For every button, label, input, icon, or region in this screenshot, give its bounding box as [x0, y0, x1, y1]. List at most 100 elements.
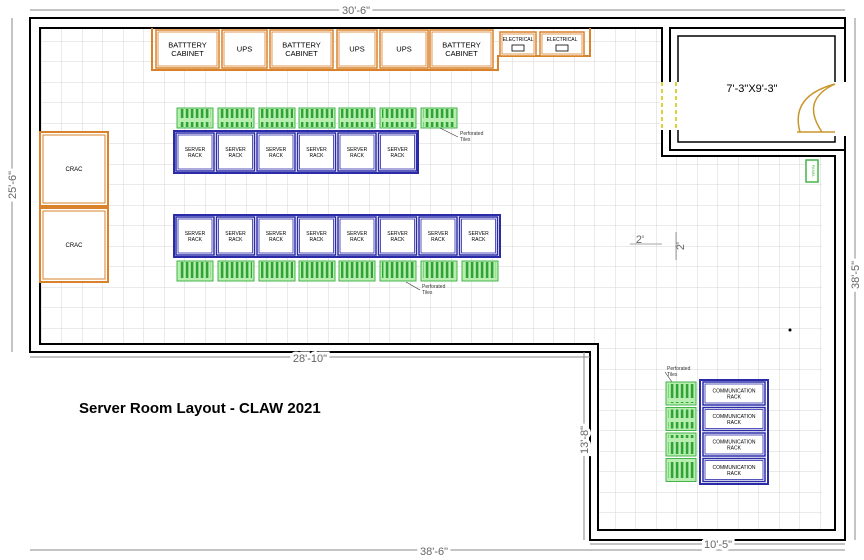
perforated-tile — [379, 260, 417, 282]
perforated-tile — [461, 260, 499, 282]
svg-text:RACK: RACK — [229, 237, 244, 243]
svg-text:CABINET: CABINET — [171, 49, 204, 58]
svg-text:SERVER: SERVER — [387, 147, 408, 153]
dim-lower-right: 10'-5" — [704, 539, 732, 551]
perforated-tile — [420, 260, 458, 282]
svg-text:PANEL: PANEL — [811, 165, 816, 179]
perforated-tile — [665, 407, 697, 431]
svg-text:SERVER: SERVER — [185, 147, 206, 153]
perforated-tile — [176, 260, 214, 282]
svg-text:RACK: RACK — [431, 237, 446, 243]
perforated-tile — [258, 107, 296, 129]
power-unit: ELECTRICAL — [499, 31, 537, 57]
svg-text:RACK: RACK — [310, 237, 325, 243]
svg-text:RACK: RACK — [727, 420, 742, 426]
svg-text:Tiles: Tiles — [422, 290, 433, 296]
svg-text:SERVER: SERVER — [225, 231, 246, 237]
door-swing-icon — [797, 83, 836, 133]
dim-bottom: 38'-6" — [420, 546, 448, 558]
svg-text:COMMUNICATION: COMMUNICATION — [713, 439, 756, 445]
svg-text:RACK: RACK — [310, 153, 325, 159]
dim-step: 13'-8" — [579, 426, 591, 454]
svg-text:RACK: RACK — [727, 394, 742, 400]
power-unit: UPS — [221, 29, 268, 69]
inner-wall — [39, 27, 836, 531]
svg-text:RACK: RACK — [269, 153, 284, 159]
dimension-lines — [11, 9, 856, 551]
svg-text:SERVER: SERVER — [306, 231, 327, 237]
perforated-tile — [379, 107, 417, 129]
svg-text:BATTTERY: BATTTERY — [282, 40, 320, 49]
perforated-tile — [176, 107, 214, 129]
svg-text:SERVER: SERVER — [266, 231, 287, 237]
svg-text:SERVER: SERVER — [468, 231, 489, 237]
perforated-tile — [665, 432, 697, 457]
perforated-tile — [217, 107, 255, 129]
svg-text:RACK: RACK — [188, 237, 203, 243]
svg-text:UPS: UPS — [396, 45, 411, 54]
dim-left: 25'-6" — [7, 171, 19, 199]
perforated-tile — [298, 260, 336, 282]
wall-panel: PANEL — [805, 159, 819, 183]
svg-text:RACK: RACK — [472, 237, 487, 243]
svg-text:RACK: RACK — [350, 153, 365, 159]
svg-text:ELECTRICAL: ELECTRICAL — [503, 37, 534, 43]
crac-unit: CRAC — [39, 207, 109, 283]
svg-text:BATTTERY: BATTTERY — [442, 40, 480, 49]
svg-text:UPS: UPS — [349, 45, 364, 54]
svg-text:SERVER: SERVER — [306, 147, 327, 153]
svg-text:Tiles: Tiles — [460, 137, 471, 143]
svg-text:RACK: RACK — [269, 237, 284, 243]
perforated-tile — [665, 458, 697, 482]
perforated-tile — [217, 260, 255, 282]
svg-text:CABINET: CABINET — [285, 49, 318, 58]
perforated-tile — [298, 107, 336, 129]
diagram-caption: Server Room Layout - CLAW 2021 — [79, 400, 321, 417]
svg-text:COMMUNICATION: COMMUNICATION — [713, 388, 756, 394]
svg-text:SERVER: SERVER — [387, 231, 408, 237]
svg-text:SERVER: SERVER — [428, 231, 449, 237]
room-size-label: 7'-3"X9'-3" — [726, 83, 777, 95]
perforated-tile — [665, 381, 697, 406]
dim-tile-v: 2' — [675, 242, 687, 250]
svg-text:COMMUNICATION: COMMUNICATION — [713, 465, 756, 471]
dim-top: 30'-6" — [342, 5, 370, 17]
svg-text:SERVER: SERVER — [266, 147, 287, 153]
svg-text:CABINET: CABINET — [445, 49, 478, 58]
perforated-tile — [338, 260, 376, 282]
svg-text:SERVER: SERVER — [347, 147, 368, 153]
svg-text:Tiles: Tiles — [667, 372, 678, 378]
svg-text:Perforated: Perforated — [667, 366, 691, 372]
svg-text:Perforated: Perforated — [460, 131, 484, 137]
power-unit: UPS — [336, 29, 378, 69]
svg-text:CRAC: CRAC — [65, 243, 83, 249]
svg-text:SERVER: SERVER — [347, 231, 368, 237]
svg-text:CRAC: CRAC — [65, 167, 83, 173]
svg-text:COMMUNICATION: COMMUNICATION — [713, 414, 756, 420]
svg-text:ELECTRICAL: ELECTRICAL — [547, 37, 578, 43]
perforated-tile — [258, 260, 296, 282]
power-unit: UPS — [379, 29, 429, 69]
svg-text:RACK: RACK — [391, 237, 406, 243]
crac-unit: CRAC — [39, 131, 109, 207]
